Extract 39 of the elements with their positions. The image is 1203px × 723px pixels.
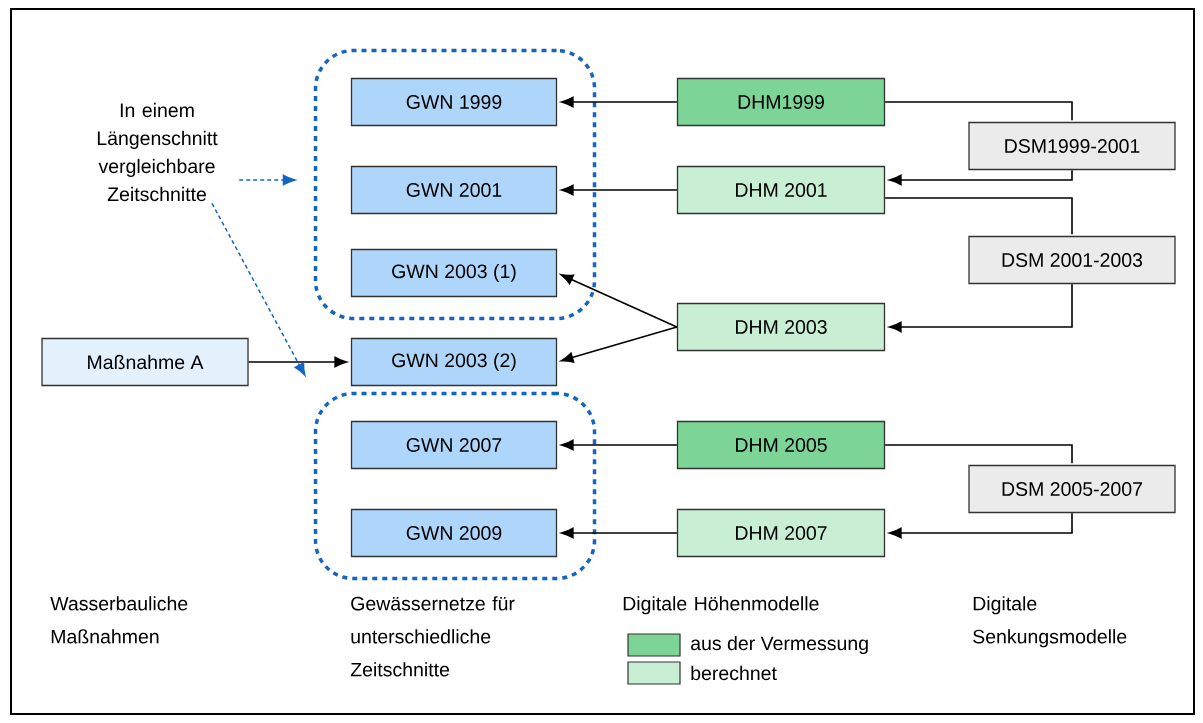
network-box: GWN 2001 bbox=[350, 165, 558, 215]
caption-text: Wasserbauliche Maßnahmen bbox=[50, 596, 188, 644]
network-box: GWN 2003 (2) bbox=[350, 337, 558, 387]
arrow bbox=[560, 439, 678, 451]
network-box: GWN 2007 bbox=[350, 420, 558, 470]
network-box: GWN 2009 bbox=[350, 508, 558, 558]
arrow bbox=[888, 512, 1073, 539]
arrow bbox=[560, 527, 678, 539]
callout-text: In einem Längenschnitt vergleichbare Zeitschnitte bbox=[97, 102, 218, 202]
dashed-group-outline bbox=[313, 48, 597, 321]
arrow bbox=[560, 184, 678, 196]
subsidence-box: DSM 2005-2007 bbox=[968, 464, 1176, 514]
dashed-arrow bbox=[211, 202, 306, 376]
caption-text: Gewässernetze für unterschiedliche Zeitschnitte bbox=[350, 596, 515, 677]
connector-line bbox=[884, 101, 1073, 122]
dashed-group-outline bbox=[313, 391, 597, 581]
network-box: GWN 1999 bbox=[350, 77, 558, 127]
caption-text: Digitale Senkungsmodelle bbox=[973, 596, 1127, 648]
arrow bbox=[560, 326, 678, 363]
legend-text: aus der Vermessung bbox=[691, 635, 868, 655]
arrow bbox=[888, 169, 1073, 186]
arrow bbox=[247, 356, 348, 368]
arrow bbox=[560, 274, 678, 328]
connector-line bbox=[884, 444, 1073, 465]
network-box: GWN 2003 (1) bbox=[350, 248, 558, 298]
arrow bbox=[888, 283, 1073, 333]
model-box: DHM 2003 bbox=[676, 302, 886, 352]
model-box: DHM 2001 bbox=[676, 165, 886, 215]
dashed-arrow bbox=[238, 174, 296, 186]
caption-text: Digitale Höhenmodelle bbox=[623, 596, 819, 615]
subsidence-box: DSM 2001-2003 bbox=[968, 235, 1176, 285]
legend-text: berechnet bbox=[691, 665, 777, 681]
model-box: DHM1999 bbox=[676, 77, 886, 127]
measure-box: Maßnahme A bbox=[41, 337, 249, 387]
model-box: DHM 2007 bbox=[676, 508, 886, 558]
model-box: DHM 2005 bbox=[676, 420, 886, 470]
connector-line bbox=[884, 197, 1073, 236]
arrow bbox=[560, 96, 678, 108]
subsidence-box: DSM1999-2001 bbox=[968, 121, 1176, 171]
